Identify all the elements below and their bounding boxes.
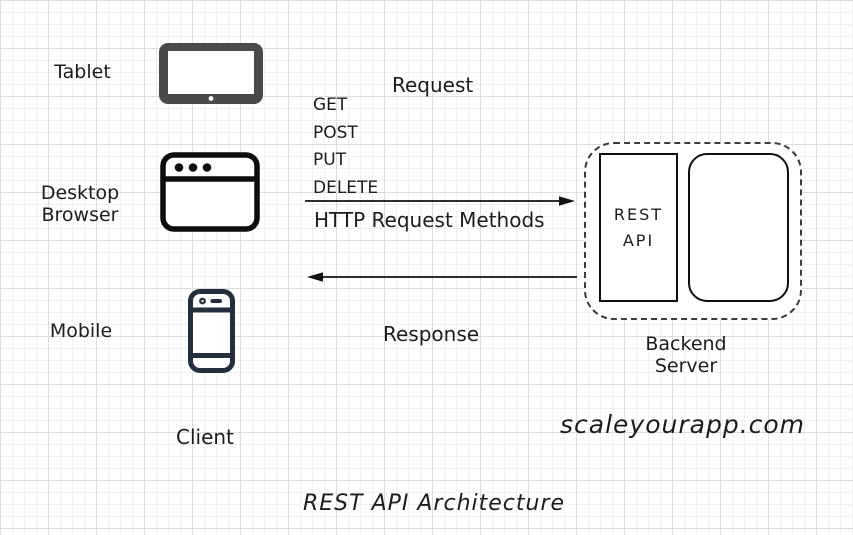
client-group-label: Client xyxy=(176,425,234,449)
method-put: PUT xyxy=(313,150,347,170)
method-get: GET xyxy=(313,95,348,115)
diagram-title: REST API Architecture xyxy=(303,491,566,516)
tablet-label: Tablet xyxy=(54,61,111,83)
mobile-label: Mobile xyxy=(49,320,113,342)
request-caption: Request xyxy=(392,73,474,97)
desktop-browser-icon xyxy=(160,152,260,232)
response-label: Response xyxy=(383,322,480,346)
rest-api-box: REST API xyxy=(599,153,678,302)
response-arrow xyxy=(307,272,577,282)
method-delete: DELETE xyxy=(313,177,379,198)
tablet-icon xyxy=(159,43,263,104)
http-methods-list: GET POST PUT DELETE xyxy=(313,92,378,202)
request-arrow xyxy=(305,196,575,206)
backend-server-label: Backend Server xyxy=(645,333,727,377)
server-box xyxy=(688,153,789,302)
watermark: scaleyourapp.com xyxy=(560,410,806,439)
desktop-browser-label: Desktop Browser xyxy=(40,182,120,226)
method-post: POST xyxy=(313,122,358,143)
mobile-phone-icon xyxy=(188,289,235,373)
request-arrow-label: HTTP Request Methods xyxy=(314,208,545,232)
